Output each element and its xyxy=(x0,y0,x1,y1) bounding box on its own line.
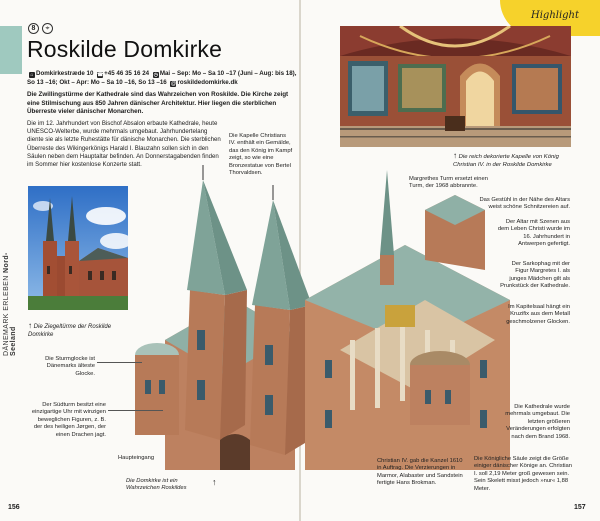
info-hours: Mai – Sep: Mo – Sa 10 –17 (Juni – Aug: b… xyxy=(27,70,297,86)
clock-icon: ◷ xyxy=(152,71,159,78)
arrow-up-icon: ↑ xyxy=(28,321,32,330)
side-tab-label: DÄNEMARK ERLEBEN Nord-Seeland xyxy=(3,252,17,356)
info-web[interactable]: roskildedomkirke.dk xyxy=(177,79,238,86)
annotation-saeule: Die Königliche Säule zeigt die Größe ein… xyxy=(474,456,572,492)
leader-line xyxy=(108,410,163,411)
page-spine xyxy=(299,0,301,521)
annotation-turm: Margrethes Turm ersetzt einen Turm, der … xyxy=(409,176,488,190)
web-icon: @ xyxy=(170,80,177,87)
lead-paragraph: Die Zwillingstürme der Kathedrale sind d… xyxy=(27,91,289,116)
right-photo-caption: ↑ Die reich dekorierte Kapelle von König… xyxy=(453,151,559,168)
page-number-right: 157 xyxy=(574,504,586,511)
side-tab: DÄNEMARK ERLEBEN Nord-Seeland xyxy=(0,26,22,506)
annotation-kapitelsaal: Im Kapitelsaal hängt ein Kruzifix aus de… xyxy=(506,304,570,325)
arrow-up-icon: ↑ xyxy=(212,477,217,487)
info-address: Domkirkestræde 10 xyxy=(36,70,94,77)
annotation-sturmglocke: Die Sturmglocke ist Dänemarks älteste Gl… xyxy=(45,356,95,377)
annotation-christian: Christian IV. gab die Kanzel 1610 in Auf… xyxy=(377,458,463,487)
address-icon: ⌂ xyxy=(29,71,35,78)
annotation-gestuehl: Das Gestühl in der Nähe des Altars weist… xyxy=(479,197,570,211)
highlight-label: Highlight xyxy=(531,10,580,21)
body-paragraph: Die im 12. Jahrhundert von Bischof Absal… xyxy=(27,120,221,169)
annotation-haupteingang: Haupteingang xyxy=(118,455,155,461)
info-block: ⌂Domkirkestræde 10 ☎+45 46 35 16 24 ◷Mai… xyxy=(27,69,299,87)
annotation-altar: Der Altar mit Szenen aus dem Leben Chris… xyxy=(497,219,570,248)
annotation-domkirke: Die Domkirke ist ein Wahrzeichen Roskild… xyxy=(126,478,187,492)
cathedral-cutaway-illustration xyxy=(125,140,515,490)
arrow-up-icon: ↑ xyxy=(453,151,457,160)
annotation-suedturm: Der Südturm besitzt eine einzigartige Uh… xyxy=(31,402,106,438)
leader-line xyxy=(97,362,142,363)
left-photo-caption: ↑ Die Ziegeltürme der Roskilde Domkirke xyxy=(28,321,112,339)
side-tab-color-block xyxy=(0,26,22,74)
info-phone: +45 46 35 16 24 xyxy=(104,70,150,77)
chapel-interior-photo xyxy=(340,26,571,147)
map-pin-icon: ⌖ xyxy=(42,23,53,34)
annotation-kapelle: Die Kapelle Christians IV. enthält ein G… xyxy=(229,133,293,177)
annotation-umgebaut: Die Kathedrale wurde mehrmals umgebaut. … xyxy=(505,404,570,440)
page-number-left: 156 xyxy=(8,504,20,511)
page-title: Roskilde Domkirke xyxy=(27,36,223,62)
phone-icon: ☎ xyxy=(97,71,104,78)
annotation-sarkophag: Der Sarkophag mit der Figur Margretes I.… xyxy=(500,261,570,290)
sight-number-badge: 8 xyxy=(28,23,39,34)
cathedral-towers-photo xyxy=(28,186,128,310)
